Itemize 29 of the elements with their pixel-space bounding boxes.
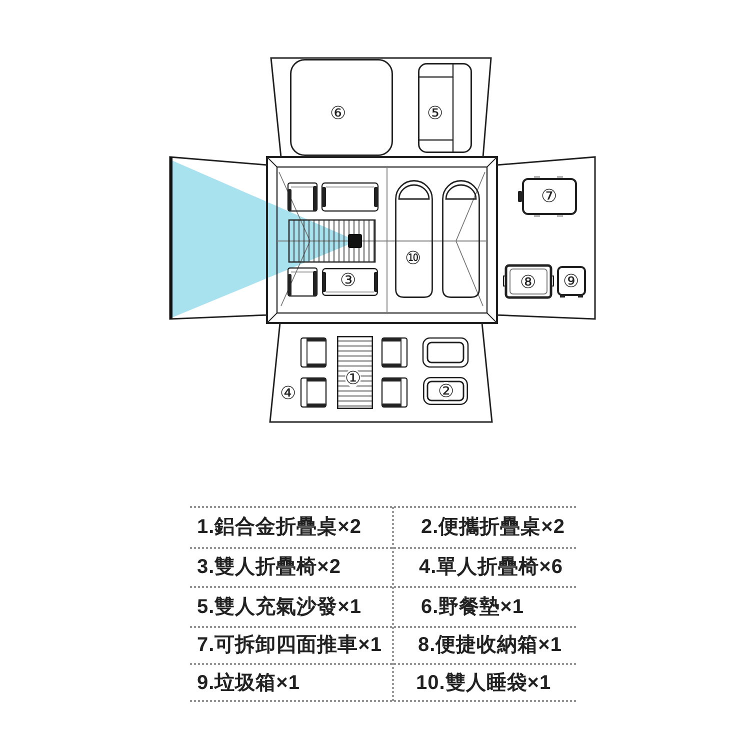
list-item: 1.鋁合金折疊桌×2 [197,517,362,537]
callout-number: ⑦ [541,187,557,205]
callout-number: ⑥ [330,104,346,122]
callout-number: ③ [340,271,356,289]
list-item: 6.野餐墊×1 [421,597,524,617]
list-item: 7.可拆卸四面推車×1 [197,635,382,655]
table-drawing [423,377,468,405]
callout-number: ④ [280,384,296,402]
bin-drawing [557,266,586,298]
table-drawing [337,336,373,409]
sleeping-bag-drawing [395,180,433,298]
list-item: 5.雙人充氣沙發×1 [197,597,362,617]
callout-number: ① [345,369,361,387]
sofa-drawing [418,63,472,153]
list-item: 10.雙人睡袋×1 [416,673,552,693]
chair-drawing [322,268,378,296]
list-item: 9.垃圾箱×1 [197,673,300,693]
list-item: 2.便攜折疊桌×2 [421,517,565,537]
callout-number: ② [438,382,454,400]
storage-box-drawing [503,264,554,299]
cart-drawing [518,176,577,217]
mat-drawing [290,59,393,156]
list-item: 3.雙人折疊椅×2 [197,557,341,577]
callout-number: ⑩ [405,249,421,267]
callout-number: ⑤ [427,104,443,122]
callout-number: ⑧ [520,273,536,291]
list-item: 8.便捷收納箱×1 [418,635,562,655]
list-item: 4.單人折疊椅×6 [419,557,563,577]
callout-number: ⑨ [563,272,579,290]
